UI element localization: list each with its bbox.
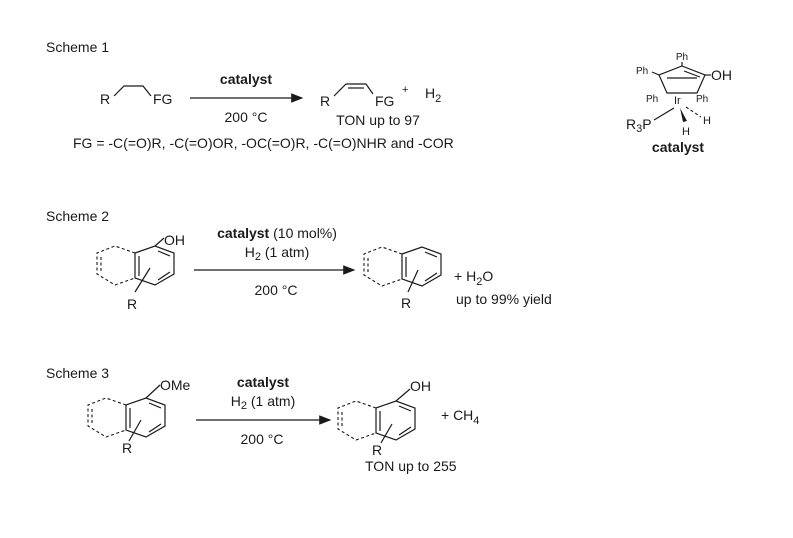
scheme2-substrate: OH R <box>96 232 185 312</box>
scheme2-product: R <box>363 246 442 311</box>
scheme3-prod-r: R <box>372 442 382 458</box>
product-fg-label: FG <box>375 93 394 109</box>
product-r-label: R <box>320 93 330 109</box>
catalyst-h-right: H <box>703 115 711 127</box>
scheme2-plus-h2o: + H2O <box>454 268 493 288</box>
catalyst-label: catalyst <box>652 139 704 155</box>
catalyst-r3p: R3P <box>626 116 652 135</box>
scheme3-ome: OMe <box>160 377 191 393</box>
scheme1-product: R FG + H2 <box>320 83 441 109</box>
scheme1-fg-definition: FG = -C(=O)R, -C(=O)OR, -OC(=O)R, -C(=O)… <box>73 135 454 151</box>
catalyst-ph-left: Ph <box>636 66 648 77</box>
scheme3-r: R <box>122 440 132 456</box>
scheme2-r: R <box>127 296 137 312</box>
scheme3-prod-oh: OH <box>410 378 431 394</box>
scheme1-substrate: R FG <box>100 85 172 107</box>
scheme3-product: OH R <box>337 378 431 458</box>
substrate-fg-label: FG <box>153 91 172 107</box>
scheme3-substrate: OMe R <box>87 377 191 456</box>
catalyst-ph-lower-left: Ph <box>646 94 658 105</box>
catalyst-oh: OH <box>711 67 732 83</box>
scheme3-plus-ch4: + CH4 <box>441 407 479 427</box>
scheme1-arrow-temp: 200 °C <box>225 109 268 125</box>
scheme2-yield: up to 99% yield <box>456 291 552 307</box>
scheme2-arrow-catalyst: catalyst (10 mol%) <box>217 225 337 241</box>
scheme2-oh: OH <box>164 232 185 248</box>
scheme3-title: Scheme 3 <box>46 365 109 381</box>
scheme2-arrow-h2: H2 (1 atm) <box>245 244 309 263</box>
scheme1-title: Scheme 1 <box>46 39 109 55</box>
catalyst-h-bottom: H <box>682 126 690 138</box>
scheme2-prod-r: R <box>401 295 411 311</box>
catalyst-ir: Ir <box>674 95 681 107</box>
scheme3-arrow-catalyst: catalyst <box>237 374 289 390</box>
catalyst-ph-lower-right: Ph <box>696 94 708 105</box>
scheme2-title: Scheme 2 <box>46 208 109 224</box>
scheme1-ton: TON up to 97 <box>336 112 420 128</box>
catalyst-ph-top: Ph <box>676 52 688 63</box>
scheme2-arrow-temp: 200 °C <box>255 282 298 298</box>
scheme3-ton: TON up to 255 <box>365 458 457 474</box>
scheme1-plus: + <box>402 84 408 96</box>
scheme1-h2: H2 <box>425 85 441 105</box>
substrate-r-label: R <box>100 91 110 107</box>
scheme3-arrow-h2: H2 (1 atm) <box>231 393 295 412</box>
scheme1-arrow-catalyst: catalyst <box>220 71 272 87</box>
scheme3-arrow-temp: 200 °C <box>241 431 284 447</box>
catalyst-structure: Ph Ph OH Ph Ph Ir R3P H H catalyst <box>626 52 732 155</box>
